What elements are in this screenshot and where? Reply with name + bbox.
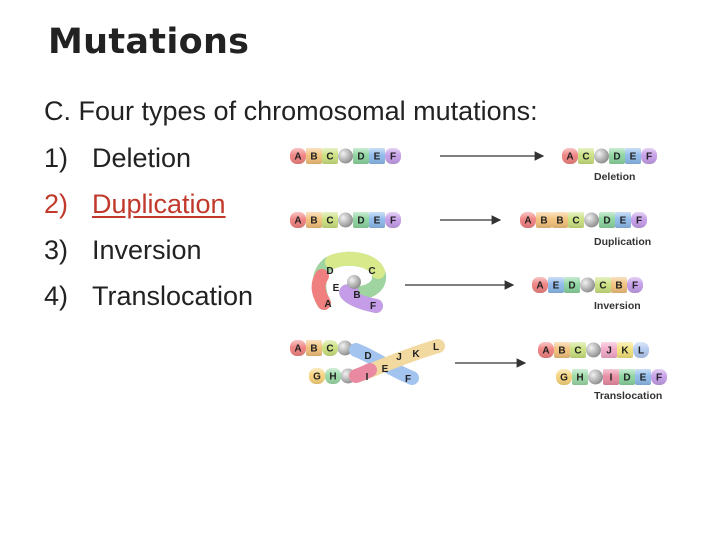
inversion-loop-chromosome: D C E B A F (319, 259, 380, 312)
gene-label: C (599, 281, 606, 292)
gene-label: I (366, 372, 369, 383)
gene-label: G (313, 372, 321, 383)
gene-label: K (621, 346, 629, 357)
gene-label: B (310, 216, 317, 227)
gene-label: D (568, 281, 575, 292)
gene-label: D (603, 216, 610, 227)
gene-label: E (333, 283, 340, 294)
gene-label: D (357, 216, 364, 227)
centromere (338, 213, 353, 228)
gene-label: K (412, 349, 420, 360)
gene-label: F (370, 301, 376, 312)
gene-label: F (405, 374, 411, 385)
gene-label: A (294, 344, 301, 355)
centromere (594, 149, 609, 164)
duplication-caption: Duplication (594, 236, 651, 248)
gene-label: L (433, 342, 439, 353)
gene-label: D (613, 152, 620, 163)
gene-label: D (357, 152, 364, 163)
gene-label: B (540, 216, 547, 227)
gene-label: A (294, 152, 301, 163)
gene-label: L (638, 346, 644, 357)
gene-label: A (536, 281, 543, 292)
gene-label: G (560, 373, 568, 384)
centromere (584, 213, 599, 228)
deletion-original-chromosome: ABC DEF (290, 148, 401, 164)
gene-label: E (382, 364, 389, 375)
gene-label: H (576, 373, 583, 384)
gene-label: B (353, 290, 360, 301)
gene-label: B (558, 346, 565, 357)
gene-label: A (566, 152, 573, 163)
gene-label: C (582, 152, 589, 163)
centromere (580, 278, 595, 293)
gene-label: F (390, 152, 396, 163)
gene-label: F (390, 216, 396, 227)
gene-label: E (640, 373, 647, 384)
translocation-caption: Translocation (594, 390, 662, 402)
gene-label: A (294, 216, 301, 227)
gene-label: F (636, 216, 642, 227)
gene-label: A (524, 216, 531, 227)
gene-label: C (574, 346, 581, 357)
gene-label: F (646, 152, 652, 163)
gene-label: B (615, 281, 622, 292)
gene-label: C (368, 266, 375, 277)
inversion-caption: Inversion (594, 300, 641, 312)
gene-label: E (374, 216, 381, 227)
gene-label: A (324, 299, 331, 310)
gene-label: B (556, 216, 563, 227)
deletion-caption: Deletion (594, 171, 635, 183)
gene-label: I (610, 373, 613, 384)
gene-label: E (630, 152, 637, 163)
gene-label: D (623, 373, 630, 384)
gene-label: H (329, 372, 336, 383)
gene-label: J (606, 346, 612, 357)
loop-segment (319, 276, 325, 303)
centromere (588, 370, 603, 385)
deletion-result-chromosome: AC DEF (562, 148, 657, 164)
gene-label: A (542, 346, 549, 357)
gene-label: E (374, 152, 381, 163)
gene-label: D (364, 351, 371, 362)
gene-label: C (326, 216, 333, 227)
gene-label: F (656, 373, 662, 384)
gene-label: E (553, 281, 560, 292)
gene-label: C (326, 344, 333, 355)
gene-label: J (396, 352, 402, 363)
gene-label: B (310, 152, 317, 163)
centromere (347, 275, 361, 289)
gene-label: F (632, 281, 638, 292)
gene-label: C (326, 152, 333, 163)
gene-label: E (620, 216, 627, 227)
gene-label: D (326, 266, 333, 277)
centromere (586, 343, 601, 358)
gene-label: C (572, 216, 579, 227)
duplication-result-chromosome: ABBCDEF (520, 212, 647, 228)
centromere (338, 149, 353, 164)
gene-label: B (310, 344, 317, 355)
